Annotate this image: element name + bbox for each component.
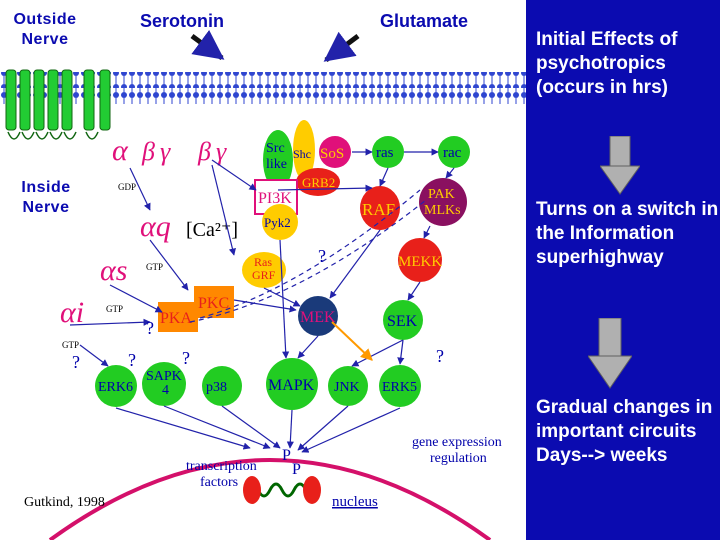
shc-node — [293, 120, 315, 180]
sek-node — [383, 300, 423, 340]
rac-node — [438, 136, 470, 168]
gtp-label-q: GTP — [146, 262, 163, 272]
pka-node — [158, 302, 198, 332]
gradual-changes-text: Gradual changes in important circuits Da… — [536, 397, 713, 466]
jnk-node — [328, 366, 368, 406]
erk5-label: ERK5 — [382, 380, 417, 395]
membrane-inner-leaflet — [0, 88, 526, 104]
mek-node — [298, 296, 338, 336]
transcription-factor-right — [303, 476, 321, 504]
rasgrf-node — [242, 252, 286, 288]
grb2-label: GRB2 — [302, 175, 335, 190]
glutamate-arrow — [323, 31, 360, 62]
raf-node — [360, 186, 400, 230]
p38-label: p38 — [206, 380, 227, 395]
calcium: [Ca²⁺] — [186, 219, 238, 241]
gpcr-receptor — [5, 69, 111, 131]
svg-text:?: ? — [436, 346, 444, 366]
dashed-path-2 — [189, 199, 427, 323]
down-arrow-2 — [588, 318, 632, 389]
initial-effects-text: Initial Effects of psychotropics (occurs… — [536, 29, 678, 98]
phosphate-p2: P — [292, 461, 301, 478]
alpha-i: αi — [60, 296, 84, 329]
pathway-diagram: α β γ β γ GDP αq GTP [Ca²⁺] αs GTP αi GT… — [0, 0, 526, 540]
pak-node — [419, 178, 467, 226]
sek-label: SEK — [387, 313, 418, 330]
down-arrow-1 — [600, 136, 640, 195]
beta-subunit: β — [141, 137, 155, 166]
serotonin-label: Serotonin — [140, 11, 224, 31]
alpha-s: αs — [100, 254, 127, 287]
citation: Gutkind, 1998 — [24, 495, 105, 510]
switch-text: Turns on a switch in the Information sup… — [536, 199, 719, 268]
alpha-q: αq — [140, 210, 171, 243]
question-marks: ? ? ? ? ? ? — [72, 246, 444, 372]
pyk2-node — [262, 204, 298, 240]
erk6-label: ERK6 — [98, 380, 133, 395]
gtp-label-s: GTP — [106, 304, 123, 314]
ras-label: ras — [376, 145, 394, 161]
mekk-node — [398, 238, 442, 282]
phosphate-p1: P — [282, 447, 291, 464]
receptor-loops — [7, 131, 99, 140]
nuclear-membrane — [48, 458, 492, 540]
pathway-arrows — [69, 148, 455, 453]
gtp-label-i: GTP — [62, 340, 79, 350]
svg-text:?: ? — [182, 348, 190, 368]
mek-erk5-arrow — [331, 321, 373, 361]
glutamate-label: Glutamate — [380, 11, 469, 31]
pkc-label: PKC — [198, 295, 229, 312]
pathway-svg: α β γ β γ GDP αq GTP [Ca²⁺] αs GTP αi GT… — [0, 29, 526, 540]
serotonin-arrow — [190, 29, 225, 61]
erk5-node — [379, 365, 421, 407]
gdp-label: GDP — [118, 182, 136, 192]
membrane-outer-leaflet — [0, 72, 526, 88]
gamma-subunit-2: γ — [216, 137, 227, 166]
sos-label: SoS — [320, 146, 344, 162]
transcription-factor-left — [243, 476, 261, 504]
svg-text:?: ? — [128, 350, 136, 370]
svg-text:?: ? — [318, 246, 326, 266]
pka-label: PKA — [160, 310, 192, 327]
ras-node — [372, 136, 404, 168]
mapk-node — [266, 358, 318, 410]
beta-subunit-2: β — [197, 137, 211, 166]
nucleus-label: nucleus — [332, 494, 378, 510]
sapk-node — [142, 362, 186, 406]
p38-node — [202, 366, 242, 406]
mek-label: MEK — [300, 309, 336, 326]
raf-label: RAF — [362, 200, 395, 219]
erk6-node — [95, 365, 137, 407]
dashed-path-1 — [199, 189, 421, 319]
pyk2-label: Pyk2 — [264, 215, 291, 230]
mekk-label: MEKK — [398, 254, 442, 270]
jnk-label: JNK — [334, 380, 360, 395]
rac-label: rac — [443, 145, 462, 161]
gamma-subunit: γ — [160, 137, 171, 166]
mapk-label: MAPK — [268, 377, 315, 394]
src-node — [263, 130, 293, 190]
svg-text:?: ? — [72, 352, 80, 372]
pi3k-label: PI3K — [258, 190, 292, 207]
alpha-subunit: α — [112, 134, 129, 167]
shc-label: Shc — [293, 147, 311, 161]
sos-node — [319, 136, 351, 168]
svg-text:?: ? — [146, 318, 154, 338]
